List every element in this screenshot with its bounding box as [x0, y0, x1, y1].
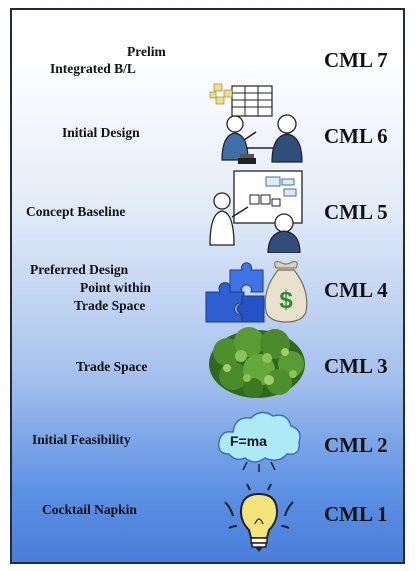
cml-5-level: CML 5 [324, 200, 388, 224]
cml-6-label: Initial Design [62, 125, 140, 140]
cml-4-label-line-3: Trade Space [74, 298, 146, 313]
cml-5-label: Concept Baseline [26, 204, 126, 219]
puzzle-money-bag-icon: $ [202, 256, 312, 324]
cloud-formula-text: F=ma [230, 433, 267, 449]
cml-2-level: CML 2 [324, 433, 388, 457]
tree-canopy-icon [207, 324, 307, 400]
cml-4-level: CML 4 [324, 278, 388, 302]
cml-4-label-line-2: Point within [80, 280, 151, 295]
cml-1-level: CML 1 [324, 502, 388, 526]
cloud-formula-icon [215, 408, 303, 472]
cml-2-label: Initial Feasibility [32, 432, 131, 447]
cml-7-label-line-2: Integrated B/L [50, 61, 136, 76]
design-review-icon [202, 80, 310, 168]
cml-4-label-line-1: Preferred Design [30, 262, 129, 277]
presentation-board-icon [204, 167, 312, 253]
cml-diagram: Prelim Integrated B/L CML 7 Initial Desi… [10, 8, 405, 564]
cml-7-label-line-1: Prelim [127, 44, 166, 59]
cml-3-level: CML 3 [324, 354, 388, 378]
cml-1-label: Cocktail Napkin [42, 502, 137, 517]
cml-7-level: CML 7 [324, 48, 388, 72]
cml-6-level: CML 6 [324, 124, 388, 148]
svg-text:$: $ [279, 287, 293, 314]
cml-3-label: Trade Space [76, 359, 148, 374]
team-planning-icon [200, 8, 201, 9]
light-bulb-icon [217, 478, 301, 554]
